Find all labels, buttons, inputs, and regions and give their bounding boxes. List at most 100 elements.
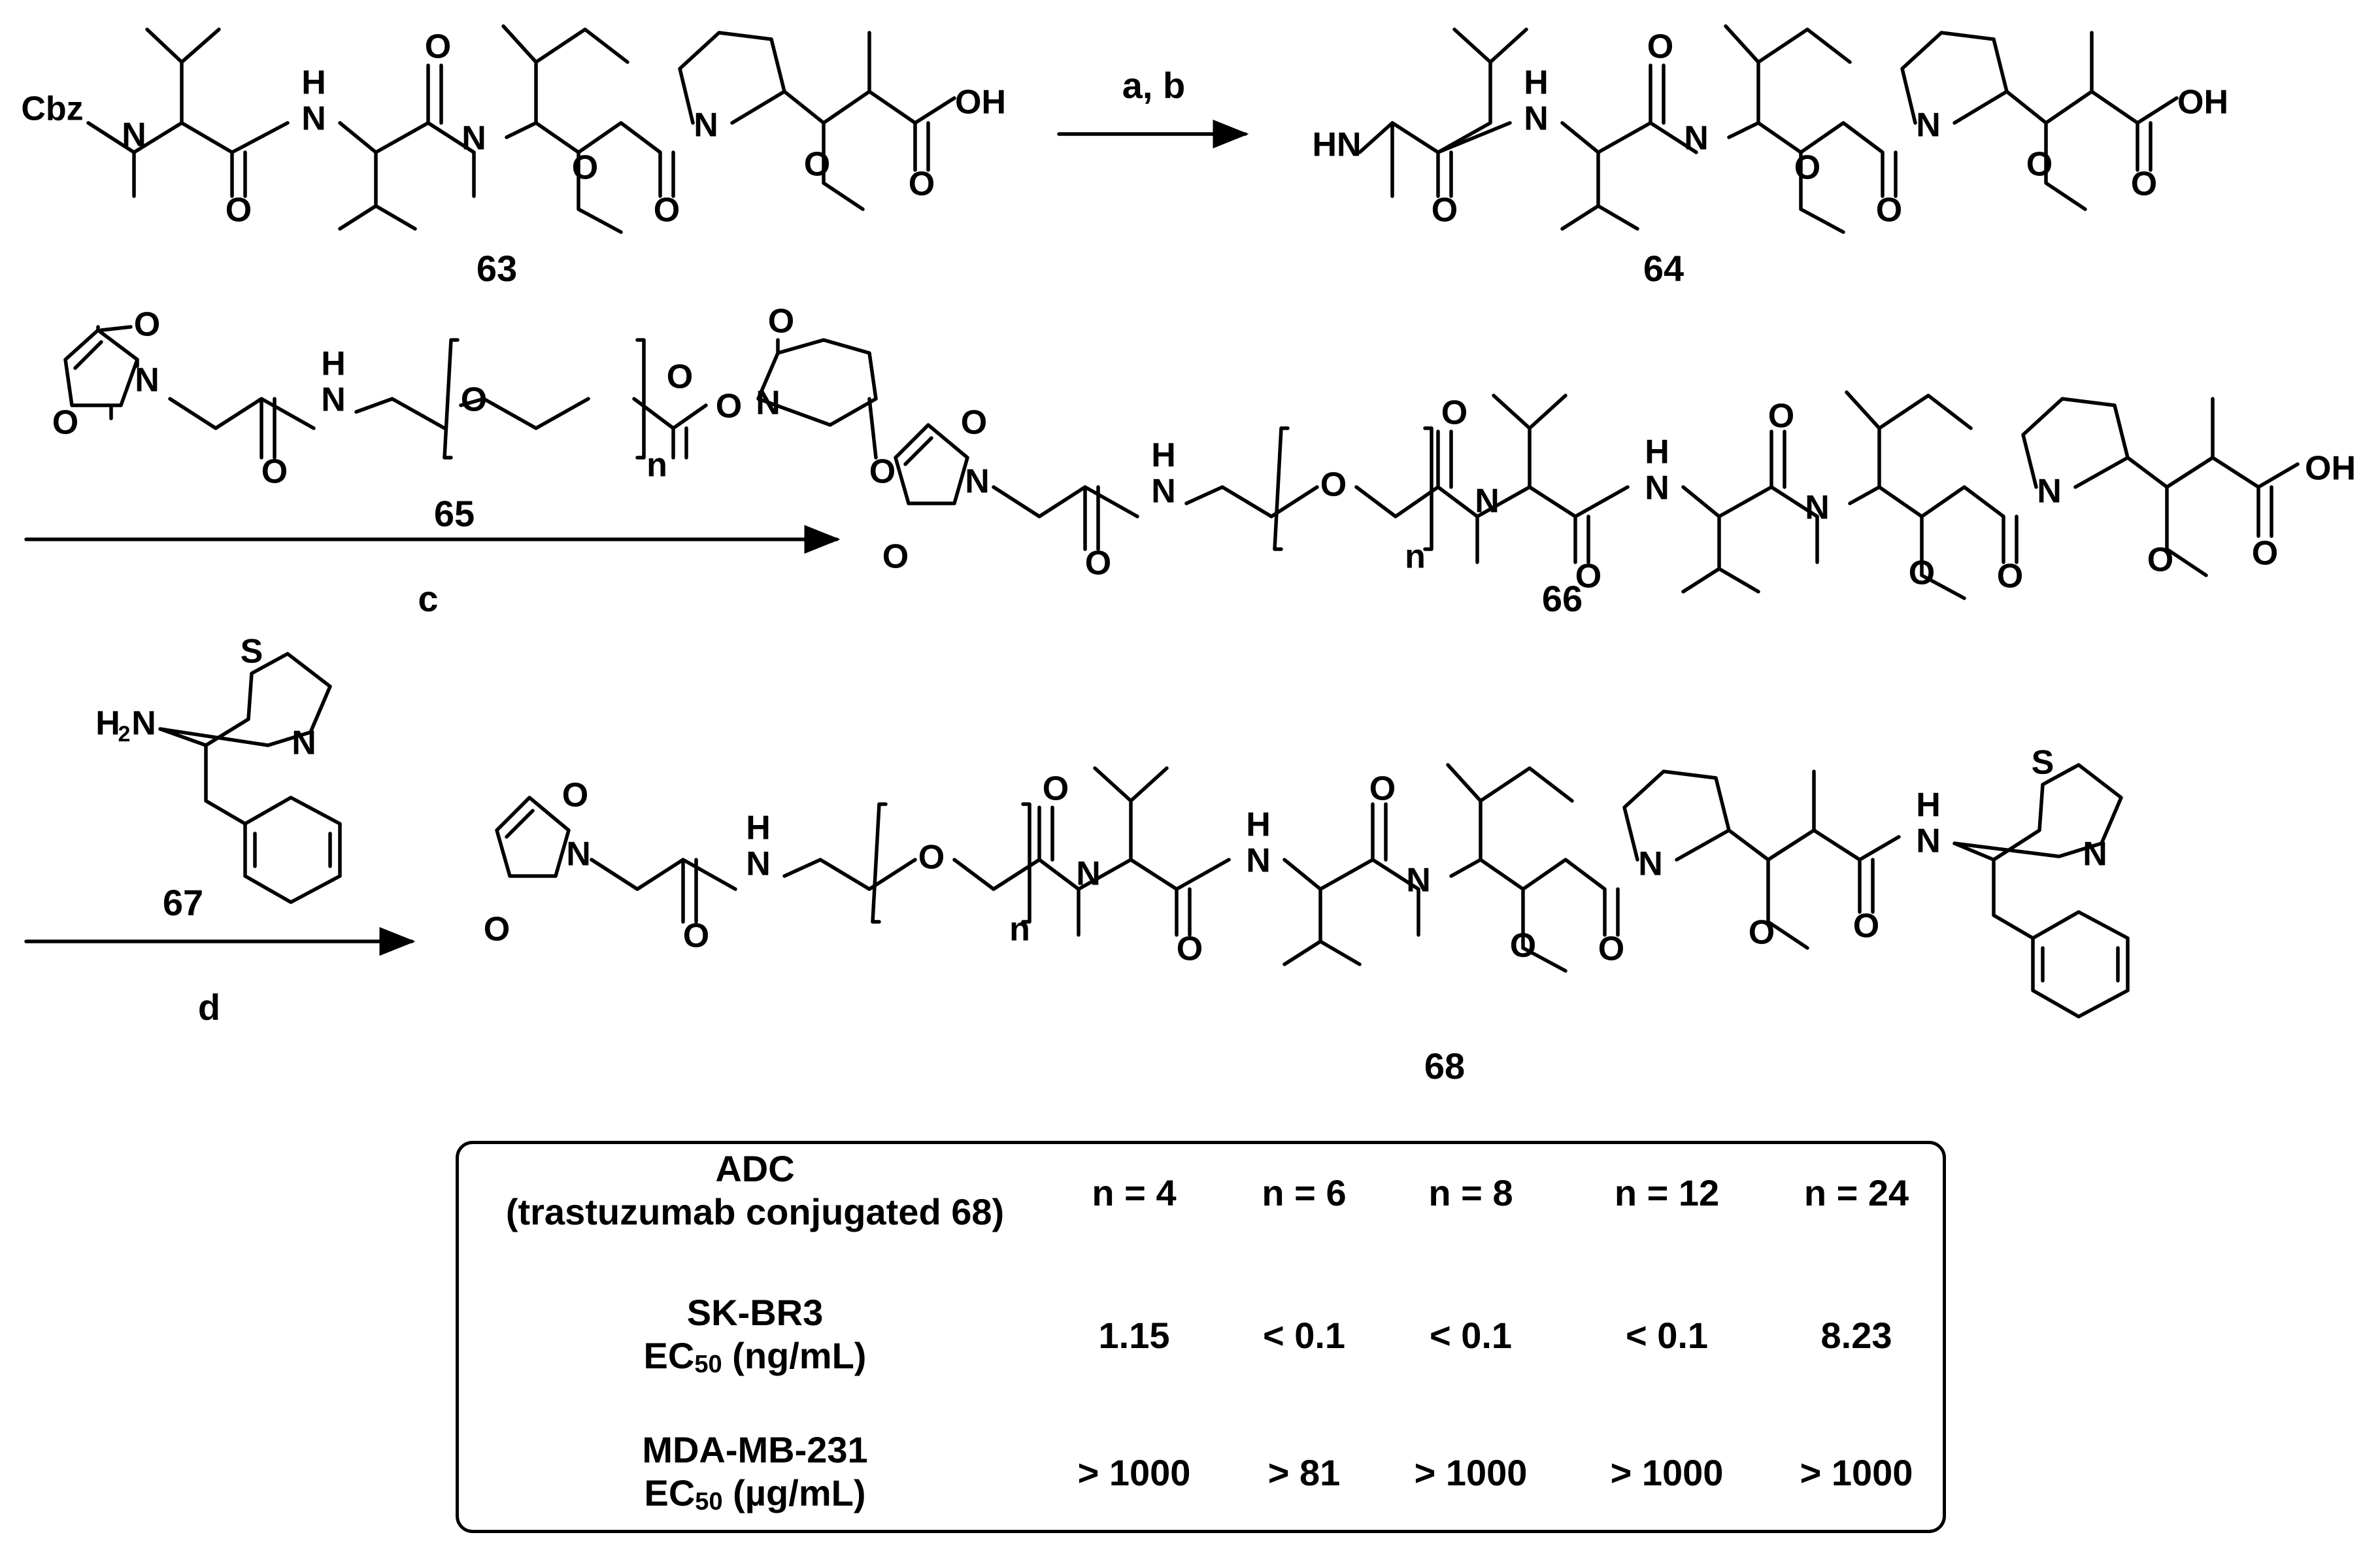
- atom-o: O: [461, 381, 487, 419]
- atom-o: O: [1647, 28, 1673, 66]
- skbr3-value-n24: 8.23: [1820, 1315, 1892, 1356]
- atom-n: N: [1684, 120, 1709, 158]
- compound-label-67: 67: [163, 882, 203, 923]
- atom-o: O: [1794, 149, 1820, 187]
- col-header-n12: n = 12: [1614, 1172, 1720, 1213]
- col-header-n4: n = 4: [1092, 1172, 1177, 1213]
- skbr3-value-n12: < 0.1: [1625, 1315, 1709, 1356]
- mdamb231-value-n24: > 1000: [1800, 1452, 1913, 1493]
- atom-h: H: [1246, 806, 1271, 844]
- atom-h: H: [746, 809, 771, 847]
- skbr3-value-n4: 1.15: [1098, 1315, 1170, 1356]
- atom-h: H: [1524, 64, 1549, 102]
- table-header-adc: ADC (trastuzumab conjugated 68): [505, 1148, 1005, 1232]
- compound-67-structure: [158, 652, 342, 904]
- skbr3-value-n8: < 0.1: [1429, 1315, 1513, 1356]
- row-label-mdamb231: MDA-MB-231 EC50 (µg/mL): [642, 1429, 868, 1515]
- atom-o: O: [1853, 907, 1879, 945]
- atom-o: O: [683, 917, 709, 955]
- atom-o: O: [484, 911, 510, 949]
- h2n-h: H: [95, 705, 120, 743]
- compound-63-structure: [86, 24, 956, 234]
- condition-d: d: [198, 987, 220, 1028]
- atom-o: O: [869, 453, 896, 491]
- mdamb231-value-n12: > 1000: [1610, 1452, 1724, 1493]
- atom-o: O: [1043, 770, 1069, 808]
- cbz-label: Cbz: [21, 90, 83, 128]
- atom-n: N: [122, 116, 146, 154]
- atom-o: O: [572, 149, 598, 187]
- atom-h: H: [1151, 437, 1176, 475]
- atom-s: S: [241, 633, 263, 671]
- atom-o: O: [2147, 541, 2173, 579]
- compound-label-68: 68: [1424, 1045, 1465, 1087]
- atom-o: O: [134, 306, 160, 344]
- compound-65-structure: [63, 325, 878, 460]
- atom-o: O: [909, 165, 935, 203]
- atom-o: O: [1876, 192, 1902, 229]
- atom-o: O: [1369, 770, 1396, 808]
- atom-o: O: [261, 453, 288, 491]
- atom-o: O: [667, 358, 693, 396]
- atom-o: O: [1441, 394, 1467, 432]
- atom-n: N: [1524, 100, 1549, 138]
- atom-o: O: [804, 146, 830, 184]
- atom-n: N: [1475, 482, 1500, 520]
- atom-o: O: [1432, 192, 1458, 229]
- mdamb231-value-n8: > 1000: [1414, 1452, 1528, 1493]
- atom-h: H: [301, 64, 326, 102]
- compound-label-66: 66: [1542, 578, 1583, 619]
- row-label-skbr3: SK-BR3 EC50 (ng/mL): [643, 1292, 867, 1378]
- condition-c: c: [418, 578, 438, 619]
- atom-o: O: [654, 192, 680, 229]
- atom-o: O: [1510, 927, 1536, 965]
- atom-o: O: [2026, 146, 2053, 184]
- atom-n: n: [1009, 911, 1030, 949]
- atom-o: O: [768, 303, 794, 341]
- atom-n: n: [646, 447, 667, 484]
- atom-labels: Cbz N N H O N O O O N O O OH HN N H O N …: [21, 28, 2356, 968]
- atom-o: O: [1320, 466, 1347, 504]
- atom-hn: HN: [1312, 126, 1361, 164]
- atom-n: N: [1645, 469, 1669, 507]
- h2n-subscript: 2: [118, 722, 131, 747]
- atom-o: O: [918, 839, 945, 877]
- compound-label-64: 64: [1643, 248, 1684, 289]
- col-header-n24: n = 24: [1803, 1172, 1909, 1213]
- col-header-n6: n = 6: [1262, 1172, 1347, 1213]
- atom-n: N: [461, 120, 486, 158]
- atom-o: O: [226, 192, 252, 229]
- potency-table: [456, 1141, 1946, 1533]
- compound-label-63: 63: [477, 248, 517, 289]
- atom-n: N: [756, 384, 780, 422]
- atom-n: N: [301, 100, 326, 138]
- atom-oh: OH: [955, 84, 1006, 122]
- atom-o: O: [1575, 558, 1601, 596]
- atom-o: O: [2252, 535, 2278, 573]
- atom-n: N: [566, 836, 591, 873]
- mdamb231-value-n4: > 1000: [1077, 1452, 1191, 1493]
- atom-n: N: [1076, 855, 1101, 893]
- atom-n: N: [1805, 489, 1830, 527]
- atom-o: O: [1997, 558, 2023, 596]
- atom-n: N: [135, 362, 159, 399]
- atom-o: O: [2131, 165, 2157, 203]
- atom-o: O: [1085, 545, 1111, 583]
- atom-o: O: [1598, 930, 1624, 968]
- atom-o: O: [562, 777, 588, 815]
- atom-n: n: [1405, 538, 1426, 576]
- compound-68-structure: [495, 763, 2130, 1019]
- atom-o: O: [961, 404, 987, 442]
- h2n-n: N: [131, 705, 156, 743]
- atom-oh: OH: [2177, 84, 2228, 122]
- atom-o: O: [1749, 914, 1775, 952]
- atom-n: N: [1151, 473, 1176, 511]
- atom-h: H: [321, 345, 346, 383]
- atom-n: N: [1246, 842, 1271, 880]
- condition-ab: a, b: [1122, 65, 1185, 106]
- compound-label-65: 65: [434, 493, 475, 534]
- atom-o: O: [1177, 930, 1203, 968]
- atom-s: S: [2032, 744, 2054, 782]
- atom-n: N: [321, 381, 346, 419]
- atom-n: N: [2083, 836, 2107, 873]
